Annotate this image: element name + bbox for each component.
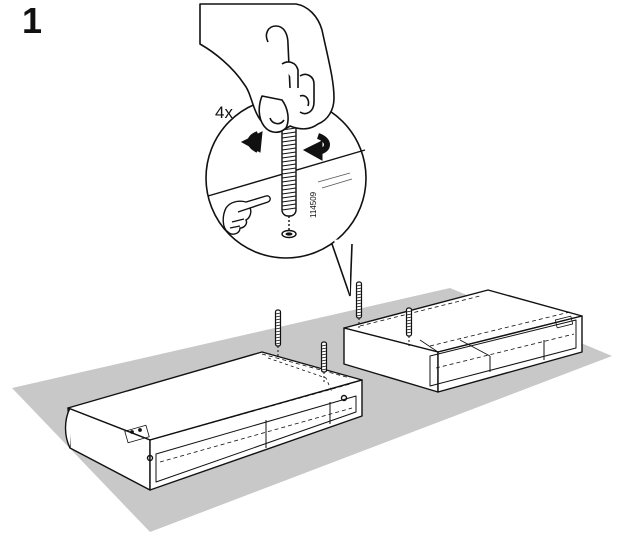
small-dowel: [405, 307, 413, 346]
quantity-label: 4x: [215, 103, 233, 122]
hand-illustration: [199, 3, 335, 134]
part-number: 114509: [309, 191, 318, 218]
small-dowel: [355, 281, 363, 328]
step-number: 1: [22, 0, 43, 41]
pointing-hand-icon: [222, 195, 271, 235]
small-dowel: [274, 309, 282, 356]
frame-right: [343, 289, 583, 393]
frame-left: [64, 351, 363, 491]
inserted-dowels: [274, 281, 413, 382]
small-dowel: [320, 341, 328, 382]
